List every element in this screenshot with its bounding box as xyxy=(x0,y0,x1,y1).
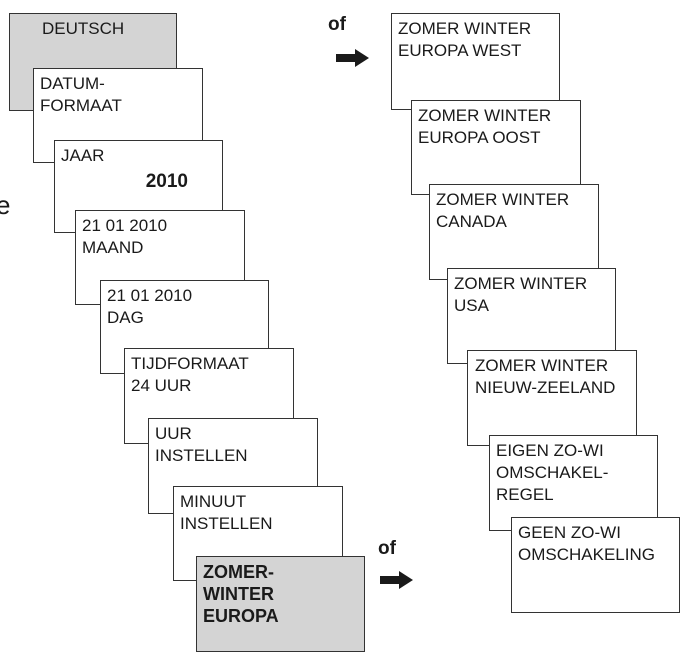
option-text: OMSCHAKEL- xyxy=(496,463,609,482)
menu-item-text: TIJDFORMAAT xyxy=(131,354,249,373)
edge-cut-text: e xyxy=(0,190,11,220)
menu-item-text: INSTELLEN xyxy=(155,446,248,465)
menu-item-text: 21 01 2010 xyxy=(107,286,193,305)
top-of-label: of xyxy=(328,14,346,35)
menu-item-text: INSTELLEN xyxy=(180,514,273,533)
option-geen-zo-wi: GEEN ZO-WI OMSCHAKELING xyxy=(511,517,680,613)
bottom-arrow-icon xyxy=(380,571,413,589)
menu-item-text: JAAR xyxy=(61,146,105,165)
option-text: ZOMER WINTER xyxy=(436,190,570,209)
option-europa-west: ZOMER WINTER EUROPA WEST xyxy=(391,13,560,110)
menu-item-text: ZOMER- xyxy=(203,562,274,582)
menu-item-zomer-winter-europa: ZOMER- WINTER EUROPA xyxy=(196,556,365,652)
menu-item-text: MINUUT xyxy=(180,492,247,511)
top-arrow-icon xyxy=(336,49,369,67)
option-text: ZOMER WINTER xyxy=(398,19,532,38)
menu-item-text: MAAND xyxy=(82,238,144,257)
option-text: EUROPA OOST xyxy=(418,128,541,147)
menu-item-text: EUROPA xyxy=(203,606,279,626)
menu-item-text: 24 UUR xyxy=(131,376,192,395)
menu-item-text: WINTER xyxy=(203,584,274,604)
option-text: USA xyxy=(454,296,489,315)
menu-item-text: UUR xyxy=(155,424,192,443)
option-text: REGEL xyxy=(496,485,554,504)
option-text: GEEN ZO-WI xyxy=(518,523,621,542)
menu-item-text: 21 01 2010 xyxy=(82,216,168,235)
option-text: NIEUW-ZEELAND xyxy=(475,378,616,397)
option-text: OMSCHAKELING xyxy=(518,545,655,564)
year-value: 2010 xyxy=(145,171,188,192)
option-text: ZOMER WINTER xyxy=(418,106,552,125)
option-eigen-zo-wi: EIGEN ZO-WI OMSCHAKEL- REGEL xyxy=(489,435,658,531)
option-text: CANADA xyxy=(436,212,507,231)
menu-item-text: DATUM- xyxy=(40,74,105,93)
option-text: EUROPA WEST xyxy=(398,41,522,60)
menu-item-text: DAG xyxy=(107,308,144,327)
option-text: ZOMER WINTER xyxy=(475,356,609,375)
option-text: ZOMER WINTER xyxy=(454,274,588,293)
bottom-of-label: of xyxy=(378,538,396,559)
option-europa-oost: ZOMER WINTER EUROPA OOST xyxy=(411,100,581,195)
option-canada: ZOMER WINTER CANADA xyxy=(429,184,599,280)
menu-item-text: FORMAAT xyxy=(40,96,122,115)
option-usa: ZOMER WINTER USA xyxy=(447,268,616,364)
option-nieuw-zeeland: ZOMER WINTER NIEUW-ZEELAND xyxy=(467,350,637,446)
option-text: EIGEN ZO-WI xyxy=(496,441,604,460)
menu-item-text: DEUTSCH xyxy=(42,19,125,38)
